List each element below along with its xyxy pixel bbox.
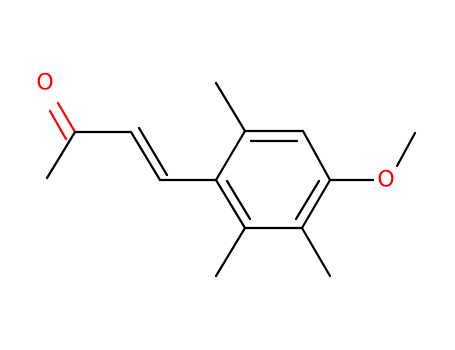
- bond-methyl-bottom-left: [214, 226, 247, 278]
- ring-bond-6: [214, 178, 247, 230]
- ring-bond-3: [301, 129, 332, 182]
- ring-bond-6-inner: [225, 179, 252, 221]
- bond-alkene-double-b: [137, 126, 169, 177]
- bond-methyl-top: [214, 81, 247, 133]
- bond-carbonyl-double-b: [48, 109, 68, 141]
- ring-bond-4-inner: [294, 179, 321, 221]
- bond-carbonyl-double-a: [56, 101, 77, 134]
- bond-methoxy-o-methyl: [395, 131, 417, 168]
- ring-bond-1: [214, 129, 247, 182]
- carbonyl-oxygen-label: O: [36, 71, 53, 96]
- bond-methyl-carbonyl: [45, 130, 77, 180]
- bond-methyl-bottom-right: [300, 226, 332, 278]
- methoxy-oxygen-label: O: [377, 168, 394, 193]
- ring-bond-4: [300, 178, 332, 230]
- bond-alkene-double-a: [129, 130, 162, 182]
